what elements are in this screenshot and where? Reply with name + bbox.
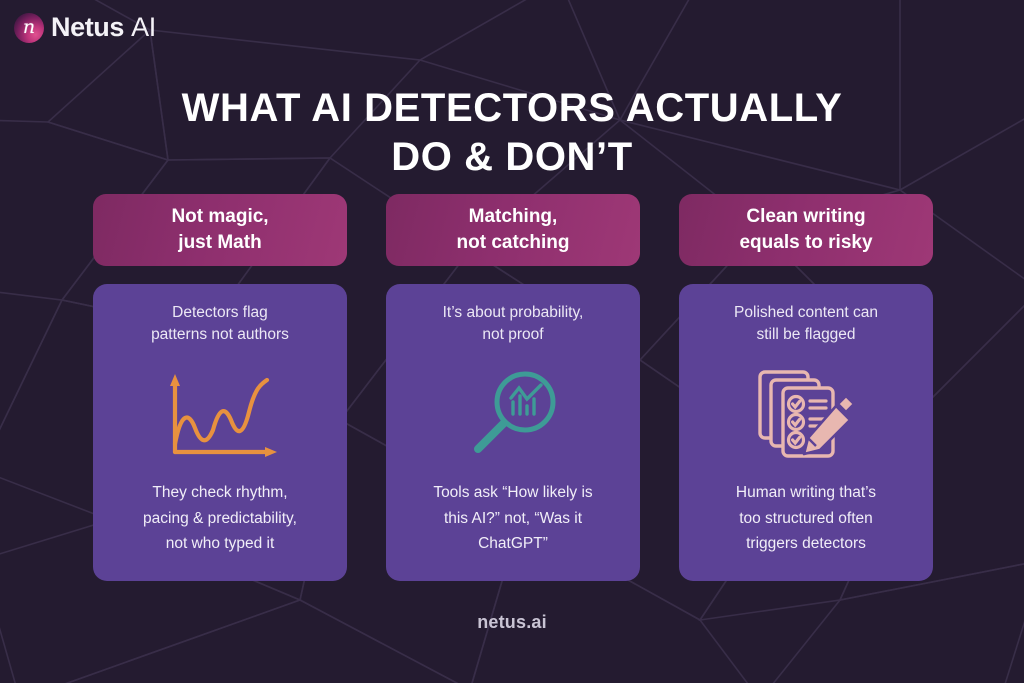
card-1-top-line-1: Detectors flag: [172, 304, 268, 321]
card-header-3-line-2: equals to risky: [739, 232, 873, 253]
card-2-top-line-2: not proof: [482, 326, 544, 344]
card-header-1-line-1: Not magic,: [171, 206, 269, 228]
footer-brand[interactable]: netus.ai: [477, 612, 547, 632]
card-header-2-line-1: Matching,: [468, 206, 558, 228]
y-axis-arrow-icon: [170, 373, 180, 386]
brand-name-primary: Netus: [51, 12, 125, 42]
cards-row: Not magic, just Math Detectors flag patt…: [93, 194, 933, 581]
x-axis-arrow-icon: [265, 446, 277, 457]
card-3-bottom-line-1: Human writing that’s: [735, 484, 877, 502]
card-column-2: Matching, not catching It’s about probab…: [386, 194, 640, 581]
card-3-bottom-line-2: too structured often: [739, 509, 873, 527]
card-1-icon-slot: [105, 347, 335, 480]
logo-n-glyph: n: [22, 15, 36, 38]
card-2-bottom-line-2: this AI?” not, “Was it: [443, 509, 583, 527]
card-column-1: Not magic, just Math Detectors flag patt…: [93, 194, 347, 581]
card-1-bottom-line-3: not who typed it: [165, 535, 275, 553]
card-body-2: It’s about probability, not proof: [386, 284, 640, 581]
card-2-top-line-1: It’s about probability,: [442, 304, 584, 321]
card-3-bottom-line-3: triggers detectors: [746, 535, 866, 553]
card-1-bottom-line-1: They check rhythm,: [152, 484, 288, 502]
page-title-line-1: WHAT AI DETECTORS ACTUALLY: [181, 85, 843, 130]
card-header-1-line-2: just Math: [178, 232, 262, 253]
page-title-line-2: DO & DON’T: [391, 134, 633, 179]
netus-circle-logo-icon: n: [14, 12, 44, 43]
card-2-bottom-line-3: ChatGPT”: [478, 535, 548, 553]
card-3-icon-slot: [691, 347, 921, 480]
card-header-1: Not magic, just Math: [93, 194, 347, 266]
card-header-2: Matching, not catching: [386, 194, 640, 266]
card-1-bottom-line-2: pacing & predictability,: [143, 509, 297, 527]
card-1-top-text: Detectors flag patterns not authors: [151, 302, 289, 347]
card-body-3: Polished content can still be flagged: [679, 284, 933, 581]
brand-name: Netus AI: [51, 12, 156, 43]
card-1-top-line-2: patterns not authors: [151, 326, 289, 344]
card-2-icon-slot: [398, 347, 628, 480]
card-header-3: Clean writing equals to risky: [679, 194, 933, 266]
card-3-top-line-1: Polished content can: [734, 304, 878, 321]
card-header-3-line-1: Clean writing: [746, 206, 866, 228]
line-chart-icon: [170, 373, 277, 457]
card-3-top-line-2: still be flagged: [756, 326, 856, 344]
checklist-documents-pencil-icon: [758, 369, 856, 458]
page-title: WHAT AI DETECTORS ACTUALLY DO & DON’T: [0, 84, 1024, 182]
card-body-1: Detectors flag patterns not authors: [93, 284, 347, 581]
card-3-bottom-text: Human writing that’s too structured ofte…: [736, 480, 876, 565]
brand-logo[interactable]: n Netus AI: [14, 12, 156, 43]
card-2-bottom-text: Tools ask “How likely is this AI?” not, …: [433, 480, 592, 565]
brand-name-secondary: AI: [131, 12, 156, 42]
card-2-top-text: It’s about probability, not proof: [443, 302, 584, 347]
card-3-top-text: Polished content can still be flagged: [734, 302, 878, 347]
card-1-bottom-text: They check rhythm, pacing & predictabili…: [143, 480, 297, 565]
card-2-bottom-line-1: Tools ask “How likely is: [433, 484, 593, 502]
card-column-3: Clean writing equals to risky Polished c…: [679, 194, 933, 581]
magnifier-chart-icon: [474, 371, 556, 453]
card-header-2-line-2: not catching: [456, 232, 570, 253]
